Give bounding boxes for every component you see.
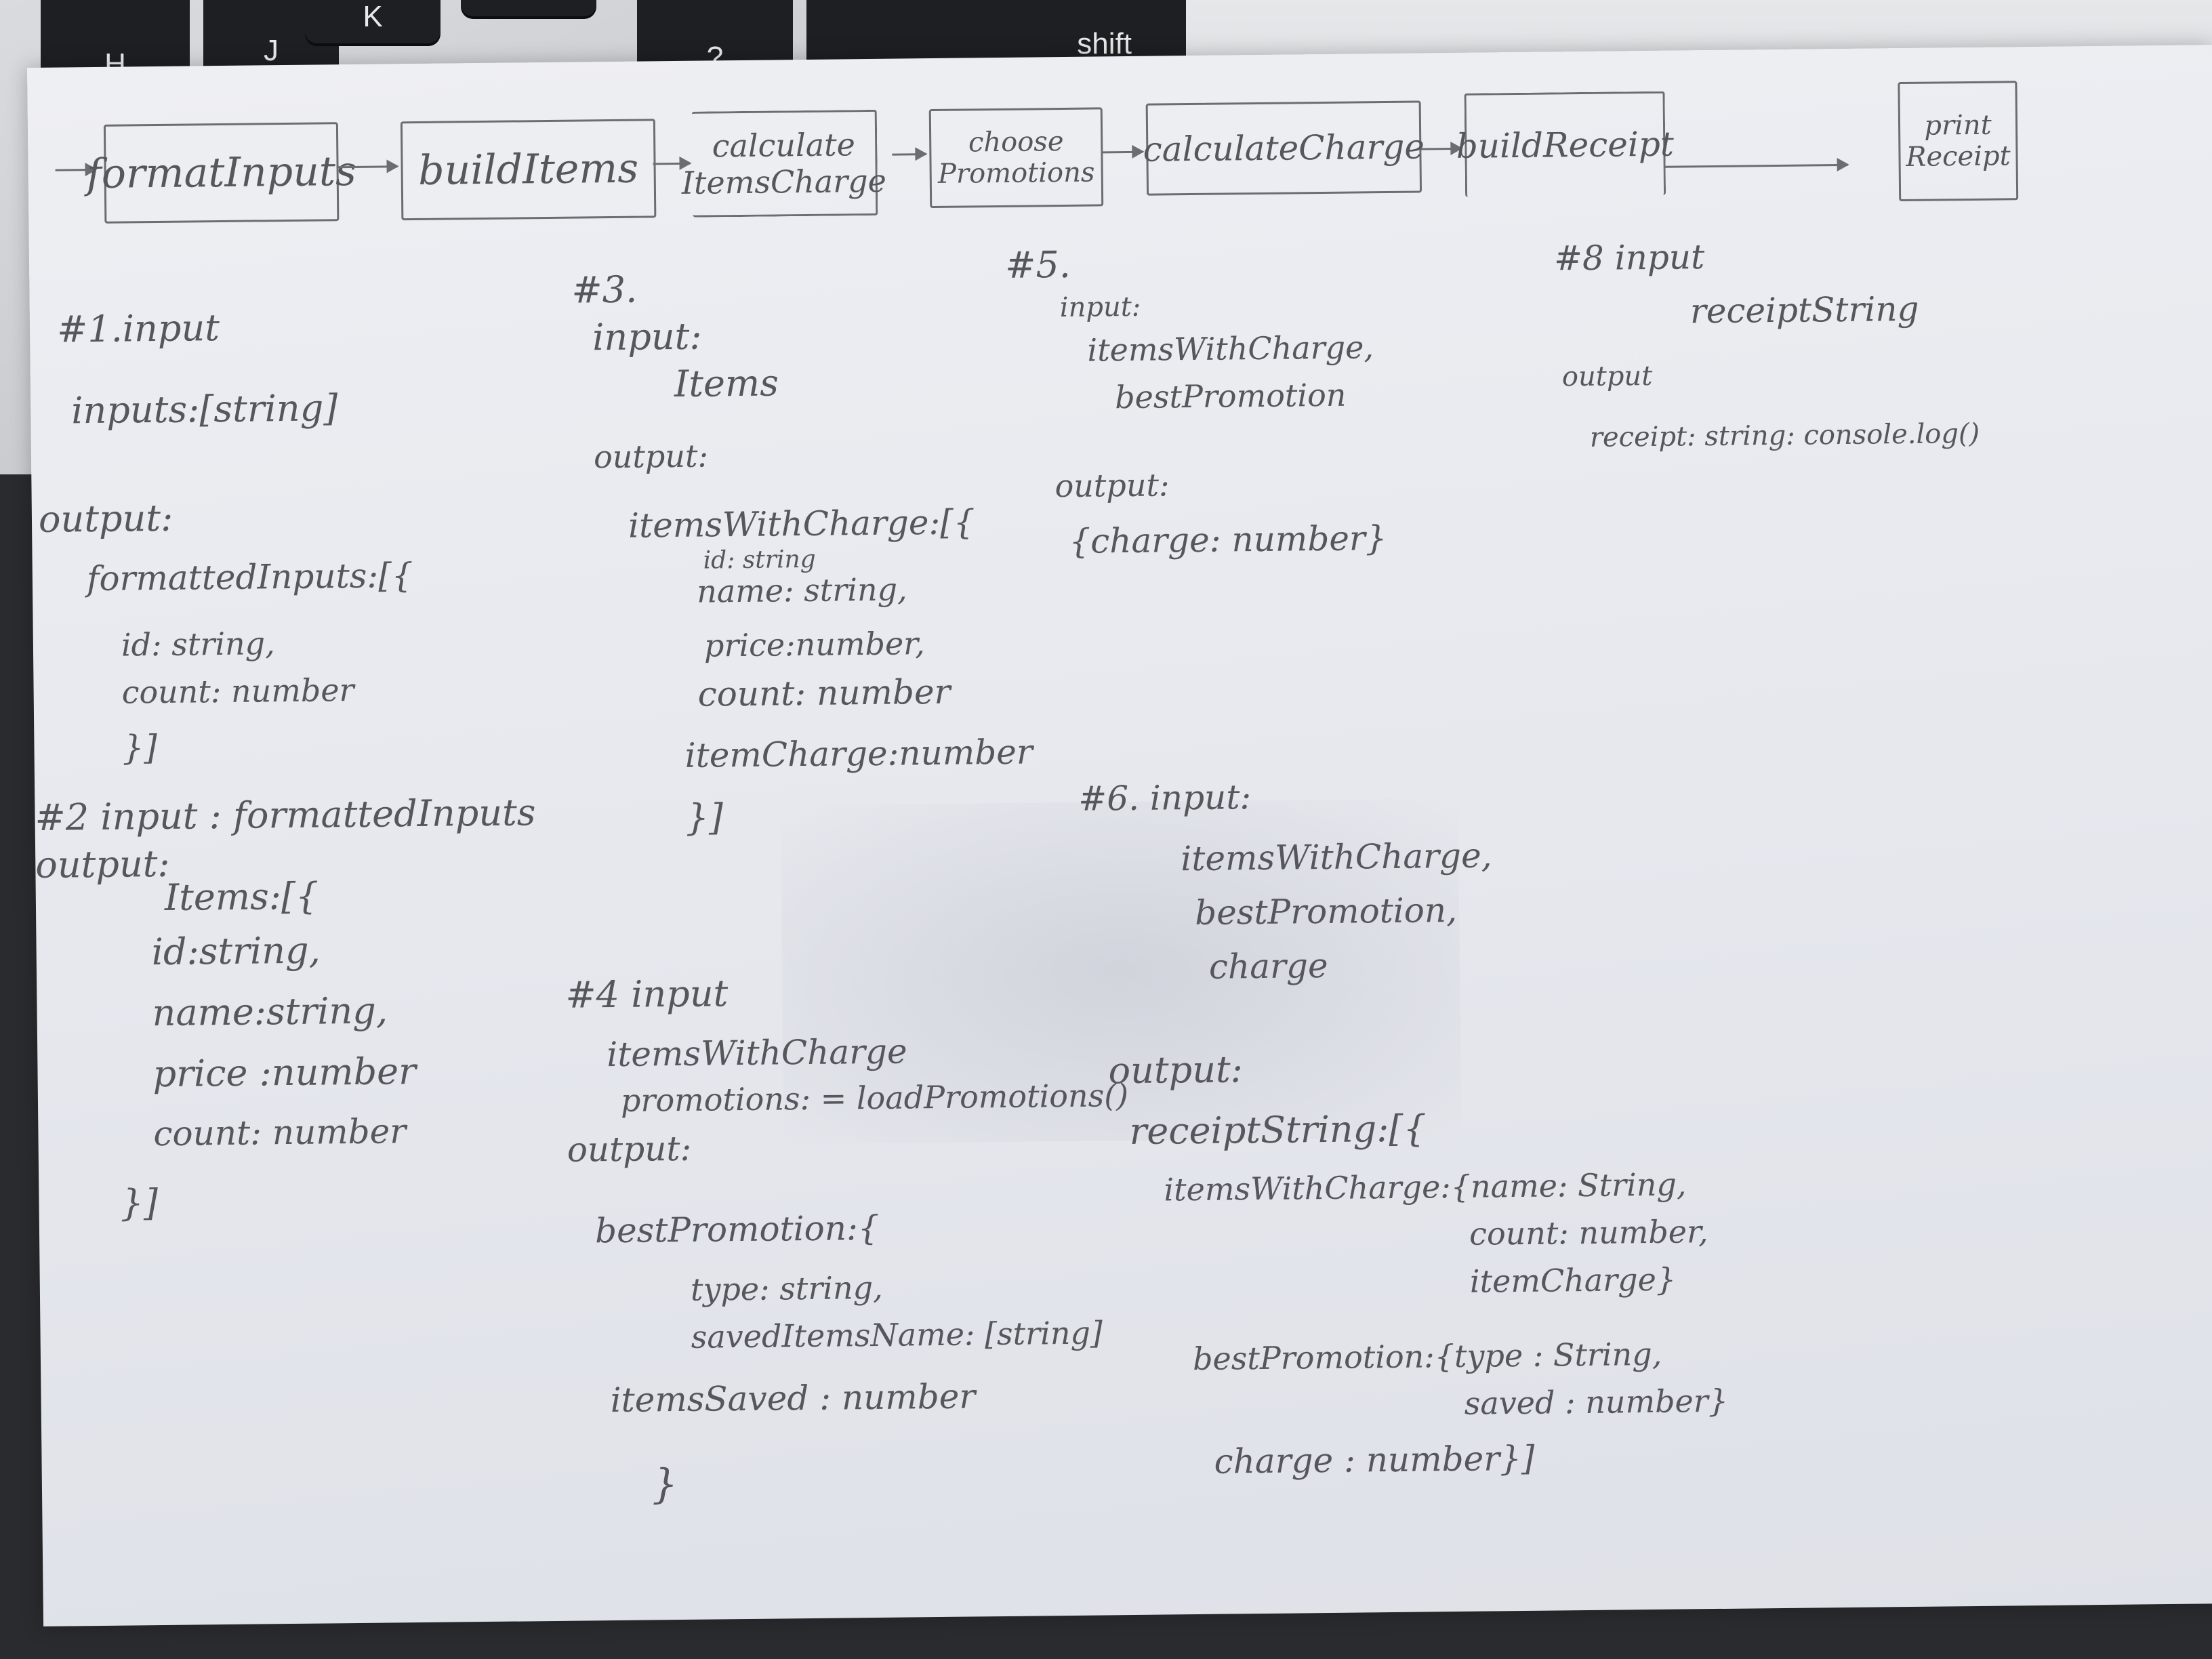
- note4-field-items-saved: itemsSaved : number: [610, 1376, 976, 1420]
- note3-input-value: Items: [674, 361, 779, 406]
- note3-close: }]: [685, 796, 724, 839]
- note6-receipt-saved: saved : number}: [1464, 1382, 1729, 1422]
- note2-field-count: count: number: [153, 1111, 407, 1154]
- note5-output-value: {charge: number}: [1069, 518, 1387, 561]
- note2-field-name: name:string,: [152, 989, 388, 1035]
- note4-output-open: bestPromotion:{: [594, 1208, 880, 1251]
- note1-input: inputs:[string]: [70, 386, 338, 432]
- note6-receipt-count: count: number,: [1469, 1213, 1708, 1252]
- note3-input-label: input:: [592, 314, 702, 359]
- note2-field-price: price :number: [152, 1050, 417, 1096]
- note8-input-value: receiptString: [1689, 289, 1919, 331]
- flow-step-format-inputs: formatInputs: [86, 122, 356, 224]
- note6-output-open: receiptString:[{: [1129, 1107, 1427, 1153]
- note6-input-charge: charge: [1208, 945, 1328, 987]
- note5-heading: #5.: [1004, 243, 1071, 287]
- note1-field-count: count: number: [121, 671, 354, 711]
- note2-close: }]: [120, 1181, 159, 1225]
- note1-output-label: output:: [38, 496, 173, 541]
- flow-arrow: [1102, 150, 1143, 154]
- note3-field-id: id: string: [703, 545, 816, 575]
- flow-step-print-receipt: print Receipt: [1898, 81, 2019, 202]
- flow-arrow: [1420, 147, 1462, 150]
- note3-field-count: count: number: [697, 672, 951, 714]
- note8-output-value: receipt: string: console.log(): [1589, 417, 1980, 453]
- note3-field-item-charge: itemCharge:number: [684, 732, 1033, 775]
- handwritten-notes-sheet: formatInputs buildItems calculate ItemsC…: [27, 45, 2212, 1626]
- note4-input-items: itemsWithCharge: [606, 1031, 907, 1075]
- note3-heading: #3.: [571, 268, 638, 312]
- note1-output-open: formattedInputs:[{: [86, 556, 413, 599]
- flow-step-calculate-charge: calculateCharge: [1143, 100, 1425, 196]
- note2-output-label: output:: [35, 842, 170, 886]
- flow-arrow: [892, 153, 926, 156]
- flow-arrow: [1664, 163, 1848, 168]
- note6-receipt-best-promotion: bestPromotion:{type : String,: [1192, 1335, 1662, 1378]
- note1-field-id: id: string,: [121, 625, 275, 663]
- flow-step-calculate-items-charge: calculate ItemsCharge: [682, 109, 886, 218]
- note4-output-label: output:: [567, 1128, 692, 1170]
- note3-output-open: itemsWithCharge:[{: [628, 502, 975, 546]
- note4-field-type: type: string,: [690, 1269, 883, 1308]
- note6-receipt-item-charge: itemCharge}: [1469, 1261, 1677, 1300]
- flow-arrow: [336, 165, 398, 169]
- note3-field-name: name: string,: [696, 571, 907, 610]
- note2-heading: #2 input : formattedInputs: [35, 791, 536, 839]
- key-l: L: [461, 0, 596, 16]
- note6-output-label: output:: [1108, 1048, 1244, 1092]
- note3-output-label: output:: [593, 437, 709, 476]
- note4-input-promotions: promotions: = loadPromotions(): [620, 1077, 1129, 1119]
- note2-output-open: Items:[{: [164, 874, 319, 919]
- note5-input-label: input:: [1059, 291, 1141, 324]
- note4-field-saved-items-name: savedItemsName: [string]: [691, 1314, 1103, 1355]
- note4-close: }: [651, 1460, 678, 1509]
- flow-step-choose-promotions: choose Promotions: [928, 107, 1104, 209]
- note8-output-label: output: [1561, 360, 1653, 393]
- note2-field-id: id:string,: [151, 928, 321, 974]
- note1-heading: #1.input: [56, 306, 220, 351]
- note8-heading: #8 input: [1553, 237, 1705, 279]
- note1-close: }]: [122, 728, 158, 768]
- flow-step-build-items: buildItems: [400, 119, 657, 221]
- note4-heading: #4 input: [565, 972, 729, 1017]
- note6-heading: #6. input:: [1078, 777, 1252, 819]
- note5-output-label: output:: [1054, 466, 1170, 505]
- note3-field-price: price:number,: [703, 625, 925, 664]
- note5-input-items: itemsWithCharge,: [1087, 329, 1374, 369]
- key-k: K: [305, 0, 441, 43]
- note5-input-best-promotion: bestPromotion: [1114, 376, 1347, 416]
- flow-step-build-receipt: buildReceipt: [1456, 91, 1674, 197]
- note6-input-items: itemsWithCharge,: [1181, 836, 1492, 879]
- note6-input-best-promotion: bestPromotion,: [1194, 890, 1458, 933]
- note6-receipt-charge: charge : number}]: [1214, 1438, 1535, 1481]
- note6-receipt-items: itemsWithCharge:{name: String,: [1164, 1166, 1687, 1208]
